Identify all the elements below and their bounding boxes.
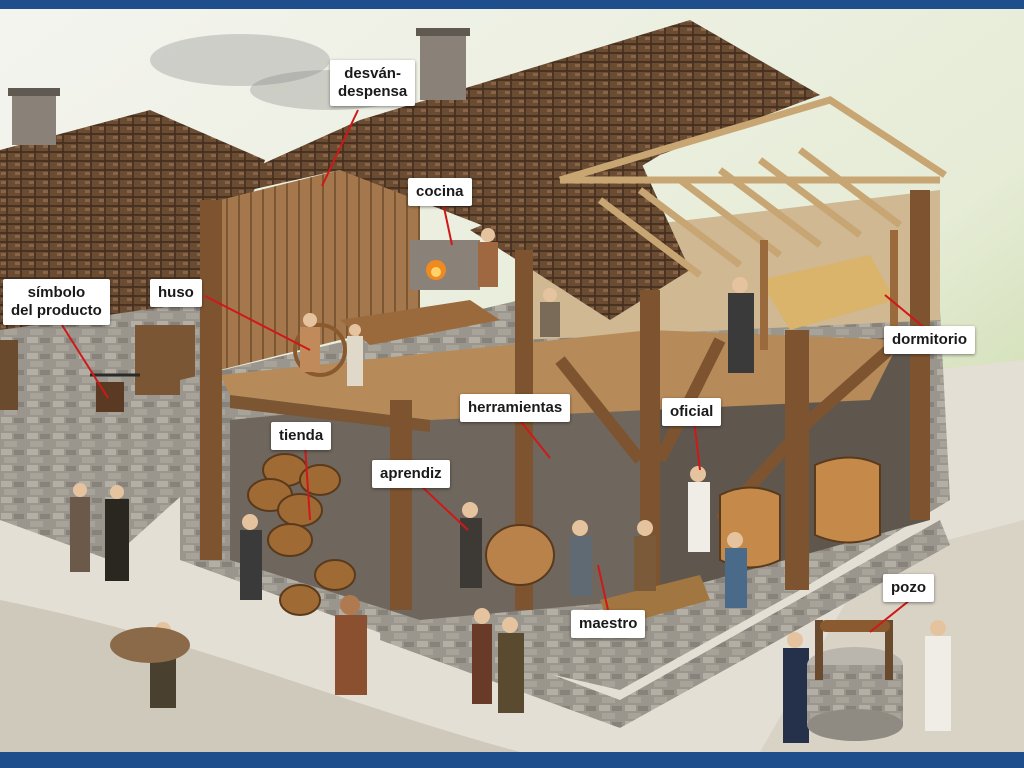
label-tienda: tienda [271,422,332,450]
top-frame-bar [0,0,1024,9]
label-herramientas: herramientas [460,394,571,422]
label-cocina: cocina [408,178,472,206]
label-oficial: oficial [662,398,722,426]
label-huso: huso [150,279,202,307]
bottom-frame-bar [0,752,1024,768]
label-maestro: maestro [571,610,646,638]
label-simbolo-del-producto: símbolo del producto [3,279,110,325]
label-desvan-despensa: desván- despensa [330,60,416,106]
label-dormitorio: dormitorio [884,326,975,354]
label-pozo: pozo [883,574,934,602]
medieval-house-illustration [0,9,1024,752]
label-aprendiz: aprendiz [372,460,450,488]
